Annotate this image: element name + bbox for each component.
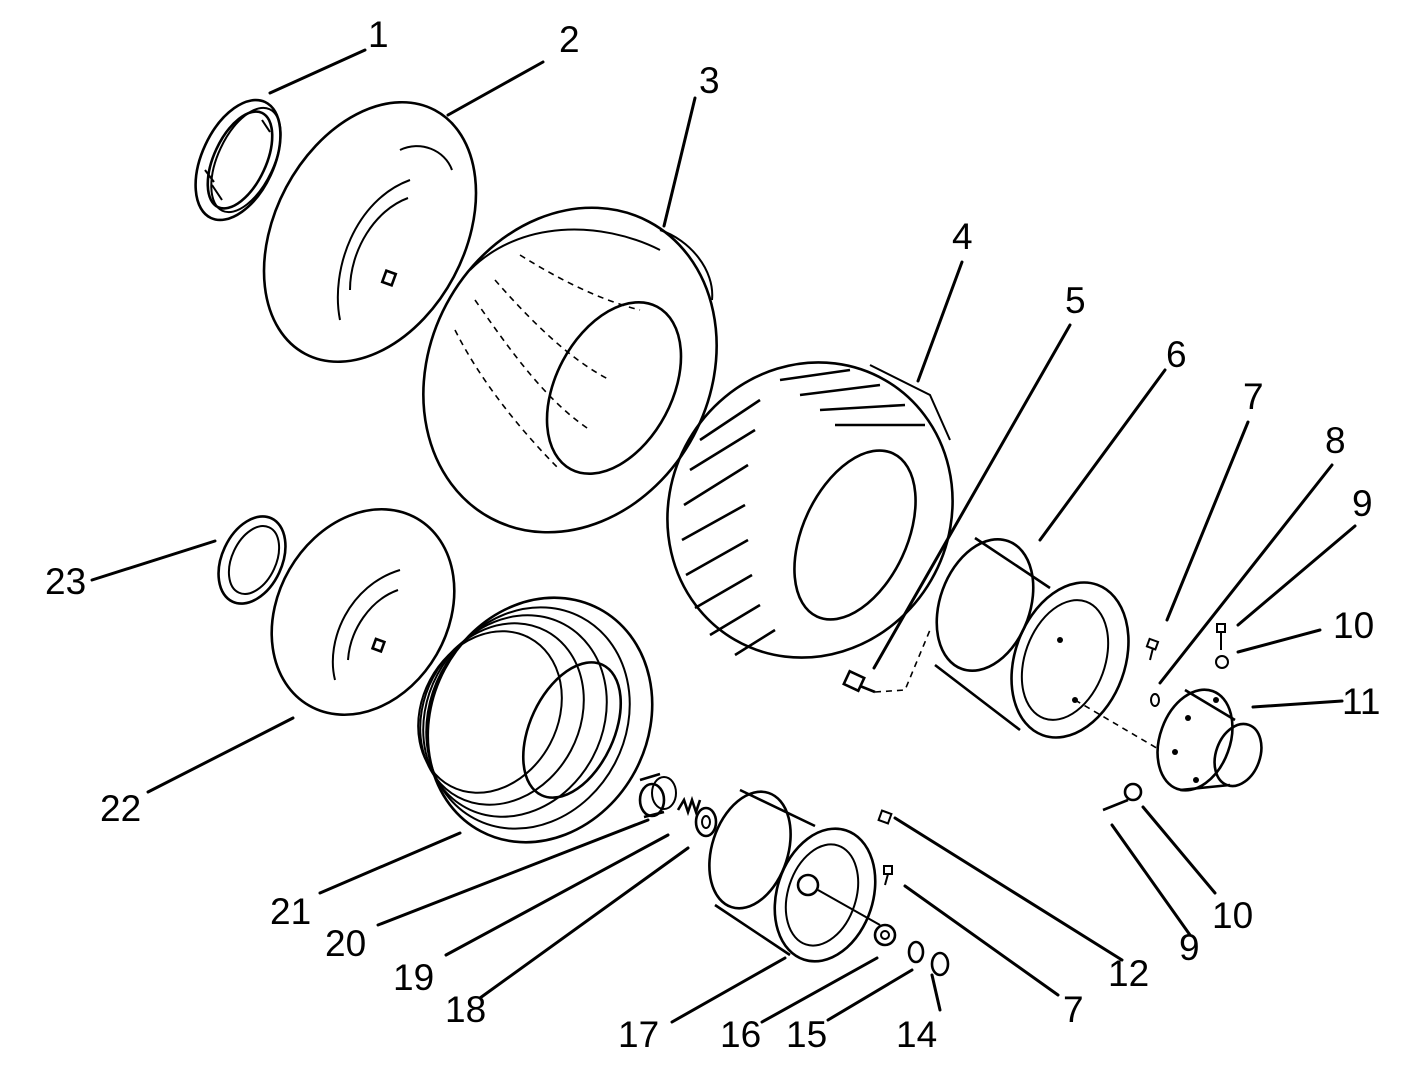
part-12-nut xyxy=(877,809,893,825)
label-part-20: 20 xyxy=(325,923,366,964)
label-part-17: 17 xyxy=(618,1014,659,1055)
label-part-9-upper: 9 xyxy=(1352,483,1373,524)
part-18-washer xyxy=(694,806,718,838)
label-part-16: 16 xyxy=(720,1014,761,1055)
label-part-10-lower: 10 xyxy=(1212,895,1253,936)
label-part-15: 15 xyxy=(786,1014,827,1055)
label-part-8: 8 xyxy=(1325,420,1346,461)
part-7-bolt-upper xyxy=(1145,637,1160,661)
part-10-nut-lower xyxy=(1123,782,1143,802)
leader-lines xyxy=(90,48,1357,1024)
part-3-turf-tire xyxy=(422,206,718,534)
part-9-bolt-lower xyxy=(1102,798,1129,812)
label-part-11: 11 xyxy=(1342,681,1380,722)
label-part-18: 18 xyxy=(445,989,486,1030)
part-14-washer xyxy=(930,951,950,977)
label-part-1: 1 xyxy=(368,14,389,55)
part-21-ribbed-tire xyxy=(417,596,654,844)
label-part-6: 6 xyxy=(1166,334,1187,375)
part-19-spring xyxy=(676,795,702,817)
part-17-wheel-rim xyxy=(708,788,881,963)
part-15-washer xyxy=(907,940,925,964)
label-part-21: 21 xyxy=(270,891,311,932)
part-2-inner-tube xyxy=(262,100,478,364)
part-10-nut-upper xyxy=(1215,655,1229,669)
label-part-2: 2 xyxy=(559,19,580,60)
label-part-3: 3 xyxy=(699,60,720,101)
part-23-ring xyxy=(217,515,287,605)
part-6-wheel-rim xyxy=(934,536,1161,751)
part-7-bolt-lower xyxy=(883,865,893,886)
label-part-10-upper: 10 xyxy=(1333,605,1374,646)
label-part-7-lower: 7 xyxy=(1063,989,1084,1030)
part-22-inner-tube xyxy=(270,507,456,717)
label-part-5: 5 xyxy=(1065,280,1086,321)
label-part-19: 19 xyxy=(393,957,434,998)
callout-labels: 1 2 3 4 5 6 7 8 9 10 11 12 7 9 10 14 15 … xyxy=(45,14,1380,1055)
part-1-ring xyxy=(194,98,282,222)
label-part-12: 12 xyxy=(1108,953,1149,994)
part-8-pin xyxy=(1150,693,1160,707)
label-part-7-upper: 7 xyxy=(1243,376,1264,417)
label-part-22: 22 xyxy=(100,788,141,829)
part-11-hub xyxy=(1156,688,1263,792)
label-part-14: 14 xyxy=(896,1014,937,1055)
part-9-bolt-upper xyxy=(1216,623,1226,650)
label-part-9-lower: 9 xyxy=(1179,927,1200,968)
part-20-bushing xyxy=(638,772,677,819)
label-part-4: 4 xyxy=(952,216,973,257)
part-16-nut xyxy=(873,923,897,947)
part-5-bolt xyxy=(842,629,931,694)
part-4-lug-tire xyxy=(666,361,954,659)
label-part-23: 23 xyxy=(45,561,86,602)
